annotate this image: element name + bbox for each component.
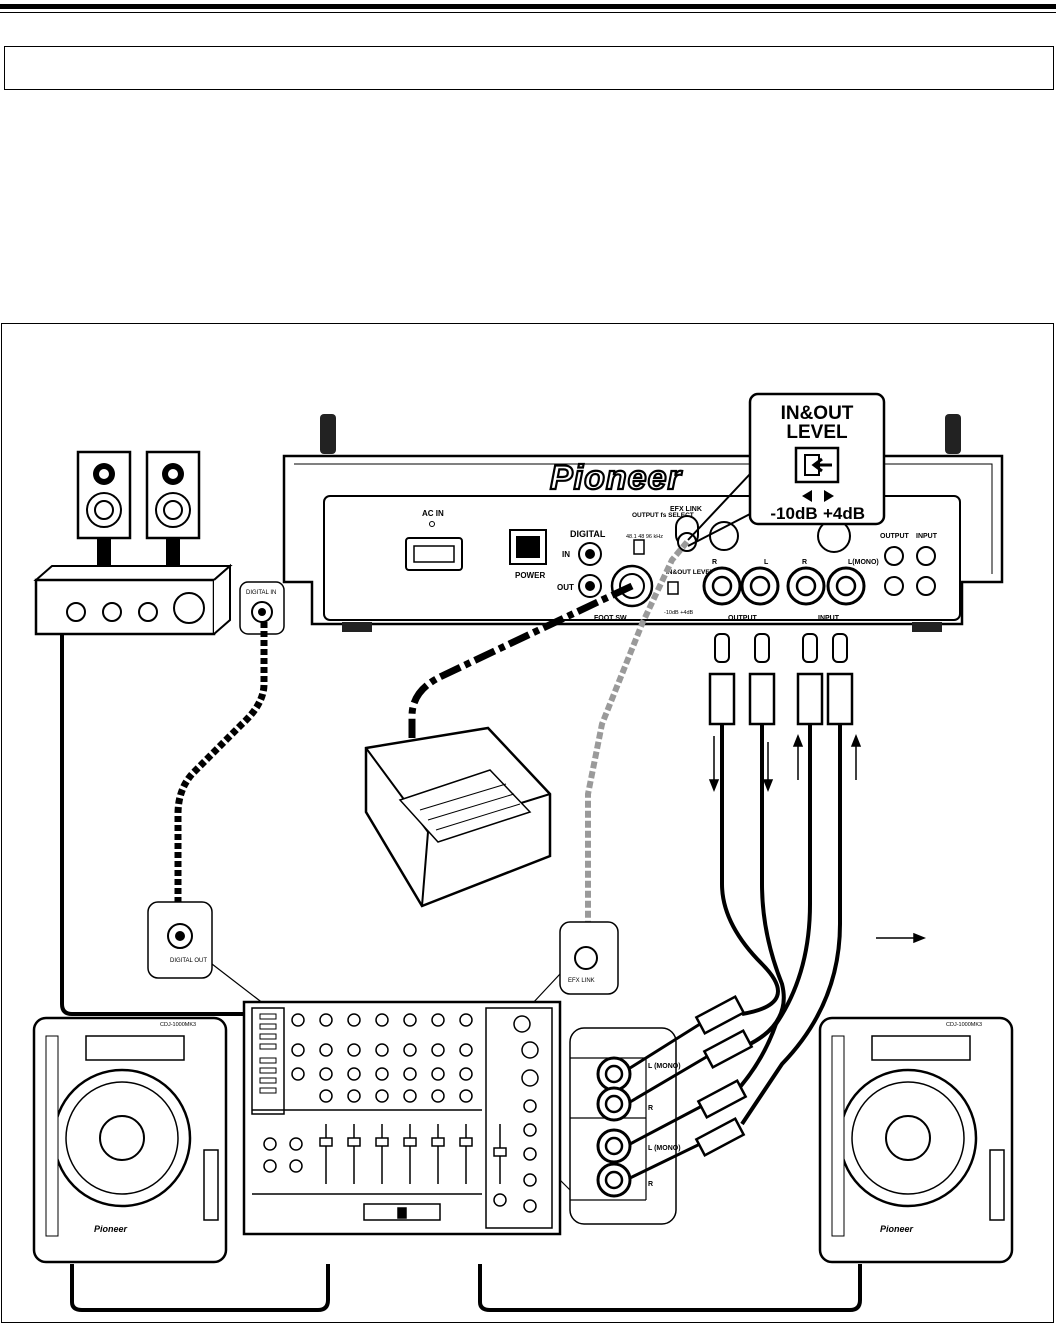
connection-diagram: Pioneer AC IN POWER DIGITAL IN OUT OUTPU… (1, 323, 1054, 1323)
svg-text:L: L (764, 559, 769, 566)
svg-text:DIGITAL OUT: DIGITAL OUT (170, 958, 207, 964)
svg-text:R: R (648, 1105, 653, 1112)
svg-text:EFX LINK: EFX LINK (568, 978, 595, 984)
svg-text:OUT: OUT (557, 583, 574, 592)
svg-text:48.1 48 96 kHz: 48.1 48 96 kHz (626, 534, 663, 540)
cdj-player-right: Pioneer CDJ-1000MK3 (818, 1016, 1014, 1264)
top-thin-rule (0, 12, 1056, 13)
svg-text:L (MONO): L (MONO) (648, 1145, 681, 1152)
in-out-level-callout: IN&OUT LEVEL -10dB +4dB (687, 392, 886, 547)
efx-unit-rear: Pioneer AC IN POWER DIGITAL IN OUT OUTPU… (282, 414, 1004, 632)
svg-text:INPUT: INPUT (916, 533, 938, 540)
svg-text:DIGITAL IN: DIGITAL IN (246, 590, 276, 596)
svg-text:IN&OUT LEVEL: IN&OUT LEVEL (666, 569, 714, 576)
svg-text:FOOT SW: FOOT SW (594, 615, 627, 622)
svg-text:R: R (648, 1181, 653, 1188)
svg-text:IN&OUT: IN&OUT (781, 403, 854, 424)
speakers (76, 450, 201, 566)
top-thick-rule (0, 4, 1056, 9)
svg-text:EFX LINK: EFX LINK (670, 506, 702, 513)
plugs (708, 633, 854, 726)
svg-text:AC IN: AC IN (422, 509, 444, 518)
title-box (4, 46, 1054, 90)
svg-text:OUTPUT: OUTPUT (728, 615, 758, 622)
mixer-rear-panel: L (MONO) R L (MONO) R (559, 995, 754, 1225)
brand-logo: Pioneer (550, 459, 682, 497)
svg-text:CDJ-1000MK3: CDJ-1000MK3 (160, 1022, 196, 1028)
svg-text:Pioneer: Pioneer (880, 1224, 914, 1234)
svg-text:+4dB: +4dB (823, 504, 865, 523)
signal-arrows (708, 733, 927, 944)
svg-text:OUTPUT: OUTPUT (880, 533, 910, 540)
cables (60, 540, 862, 1312)
cdj-player-left: Pioneer CDJ-1000MK3 (32, 1016, 228, 1264)
svg-text:OUTPUT fs SELECT: OUTPUT fs SELECT (632, 512, 694, 519)
svg-text:R: R (712, 559, 717, 566)
svg-text:L (MONO): L (MONO) (648, 1063, 681, 1070)
svg-text:CDJ-1000MK3: CDJ-1000MK3 (946, 1022, 982, 1028)
svg-text:R: R (802, 559, 807, 566)
svg-text:INPUT: INPUT (818, 615, 840, 622)
svg-text:Pioneer: Pioneer (94, 1224, 128, 1234)
foot-switch (364, 726, 552, 908)
svg-text:LEVEL: LEVEL (786, 422, 848, 443)
amplifier: DIGITAL IN (33, 563, 285, 636)
svg-text:-10dB: -10dB (770, 504, 817, 523)
svg-text:L(MONO): L(MONO) (848, 559, 879, 566)
svg-text:DIGITAL: DIGITAL (570, 529, 606, 539)
mixer: DIGITAL OUT EFX LINK (147, 901, 619, 1236)
svg-text:IN: IN (562, 550, 570, 559)
svg-text:POWER: POWER (515, 571, 545, 580)
svg-text:-10dB +4dB: -10dB +4dB (664, 610, 694, 616)
